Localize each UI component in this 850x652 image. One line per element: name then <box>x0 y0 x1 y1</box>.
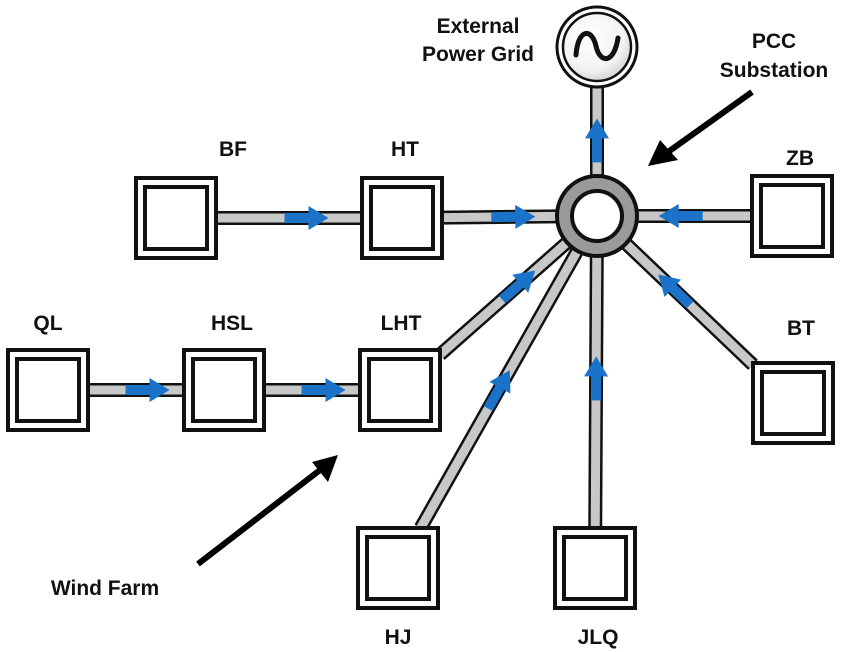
wind-farm-node-bt <box>751 361 835 445</box>
wind-farm-label-hj: HJ <box>385 626 412 649</box>
external-power-grid-node <box>555 5 639 89</box>
transmission-lines <box>88 87 758 532</box>
flow-arrow-hsl-to-lht <box>301 378 346 402</box>
wind-farm-node-hsl <box>182 348 266 432</box>
flow-arrow-ql-to-hsl <box>125 378 170 402</box>
flow-arrow-ht-to-pcc <box>491 204 536 229</box>
wind-farm-label-bf: BF <box>219 138 247 161</box>
wind-farm-labels: BF HT ZB QL HSL LHT BT HJ JLQ <box>33 138 815 649</box>
flow-arrow-jlq-to-pcc <box>584 356 609 401</box>
external-grid-label-line2: Power Grid <box>422 43 534 66</box>
wind-farm-label-bt: BT <box>787 317 815 340</box>
wind-farm-node-hj <box>356 526 440 610</box>
wind-farm-nodes <box>6 174 835 610</box>
wind-farm-node-zb <box>750 174 834 258</box>
flow-arrow-lht-to-pcc <box>498 270 536 304</box>
flow-arrow-pcc-to-grid <box>585 118 609 163</box>
wind-farm-node-ht <box>360 176 444 260</box>
flow-arrow-zb-to-pcc <box>658 204 703 228</box>
wind-farm-label-ht: HT <box>391 138 419 161</box>
pcc-label-line1: PCC <box>752 30 796 53</box>
wind-farm-annotation-label: Wind Farm <box>51 577 159 600</box>
wind-farm-node-ql <box>6 348 90 432</box>
flow-arrow-hj-to-pcc <box>483 370 511 412</box>
flow-arrow-bt-to-pcc <box>658 274 694 309</box>
external-grid-label-line1: External <box>437 15 520 38</box>
wind-farm-label-zb: ZB <box>786 147 814 170</box>
wind-farm-label-jlq: JLQ <box>578 626 619 649</box>
flow-arrow-bf-to-ht <box>284 206 329 230</box>
wind-farm-label-lht: LHT <box>381 312 422 335</box>
pcc-pointer-arrow <box>648 89 754 166</box>
wind-farm-label-ql: QL <box>33 312 62 335</box>
ac-sine-source-icon <box>573 31 621 61</box>
wind-farm-node-lht <box>358 348 442 432</box>
wind-farm-pointer-arrow <box>196 455 338 567</box>
pcc-substation-node <box>555 174 639 258</box>
flow-arrows <box>125 118 703 412</box>
pcc-label-line2: Substation <box>720 59 829 82</box>
wind-farm-node-jlq <box>553 526 637 610</box>
wind-farm-label-hsl: HSL <box>211 312 253 335</box>
wind-farm-node-bf <box>134 176 218 260</box>
